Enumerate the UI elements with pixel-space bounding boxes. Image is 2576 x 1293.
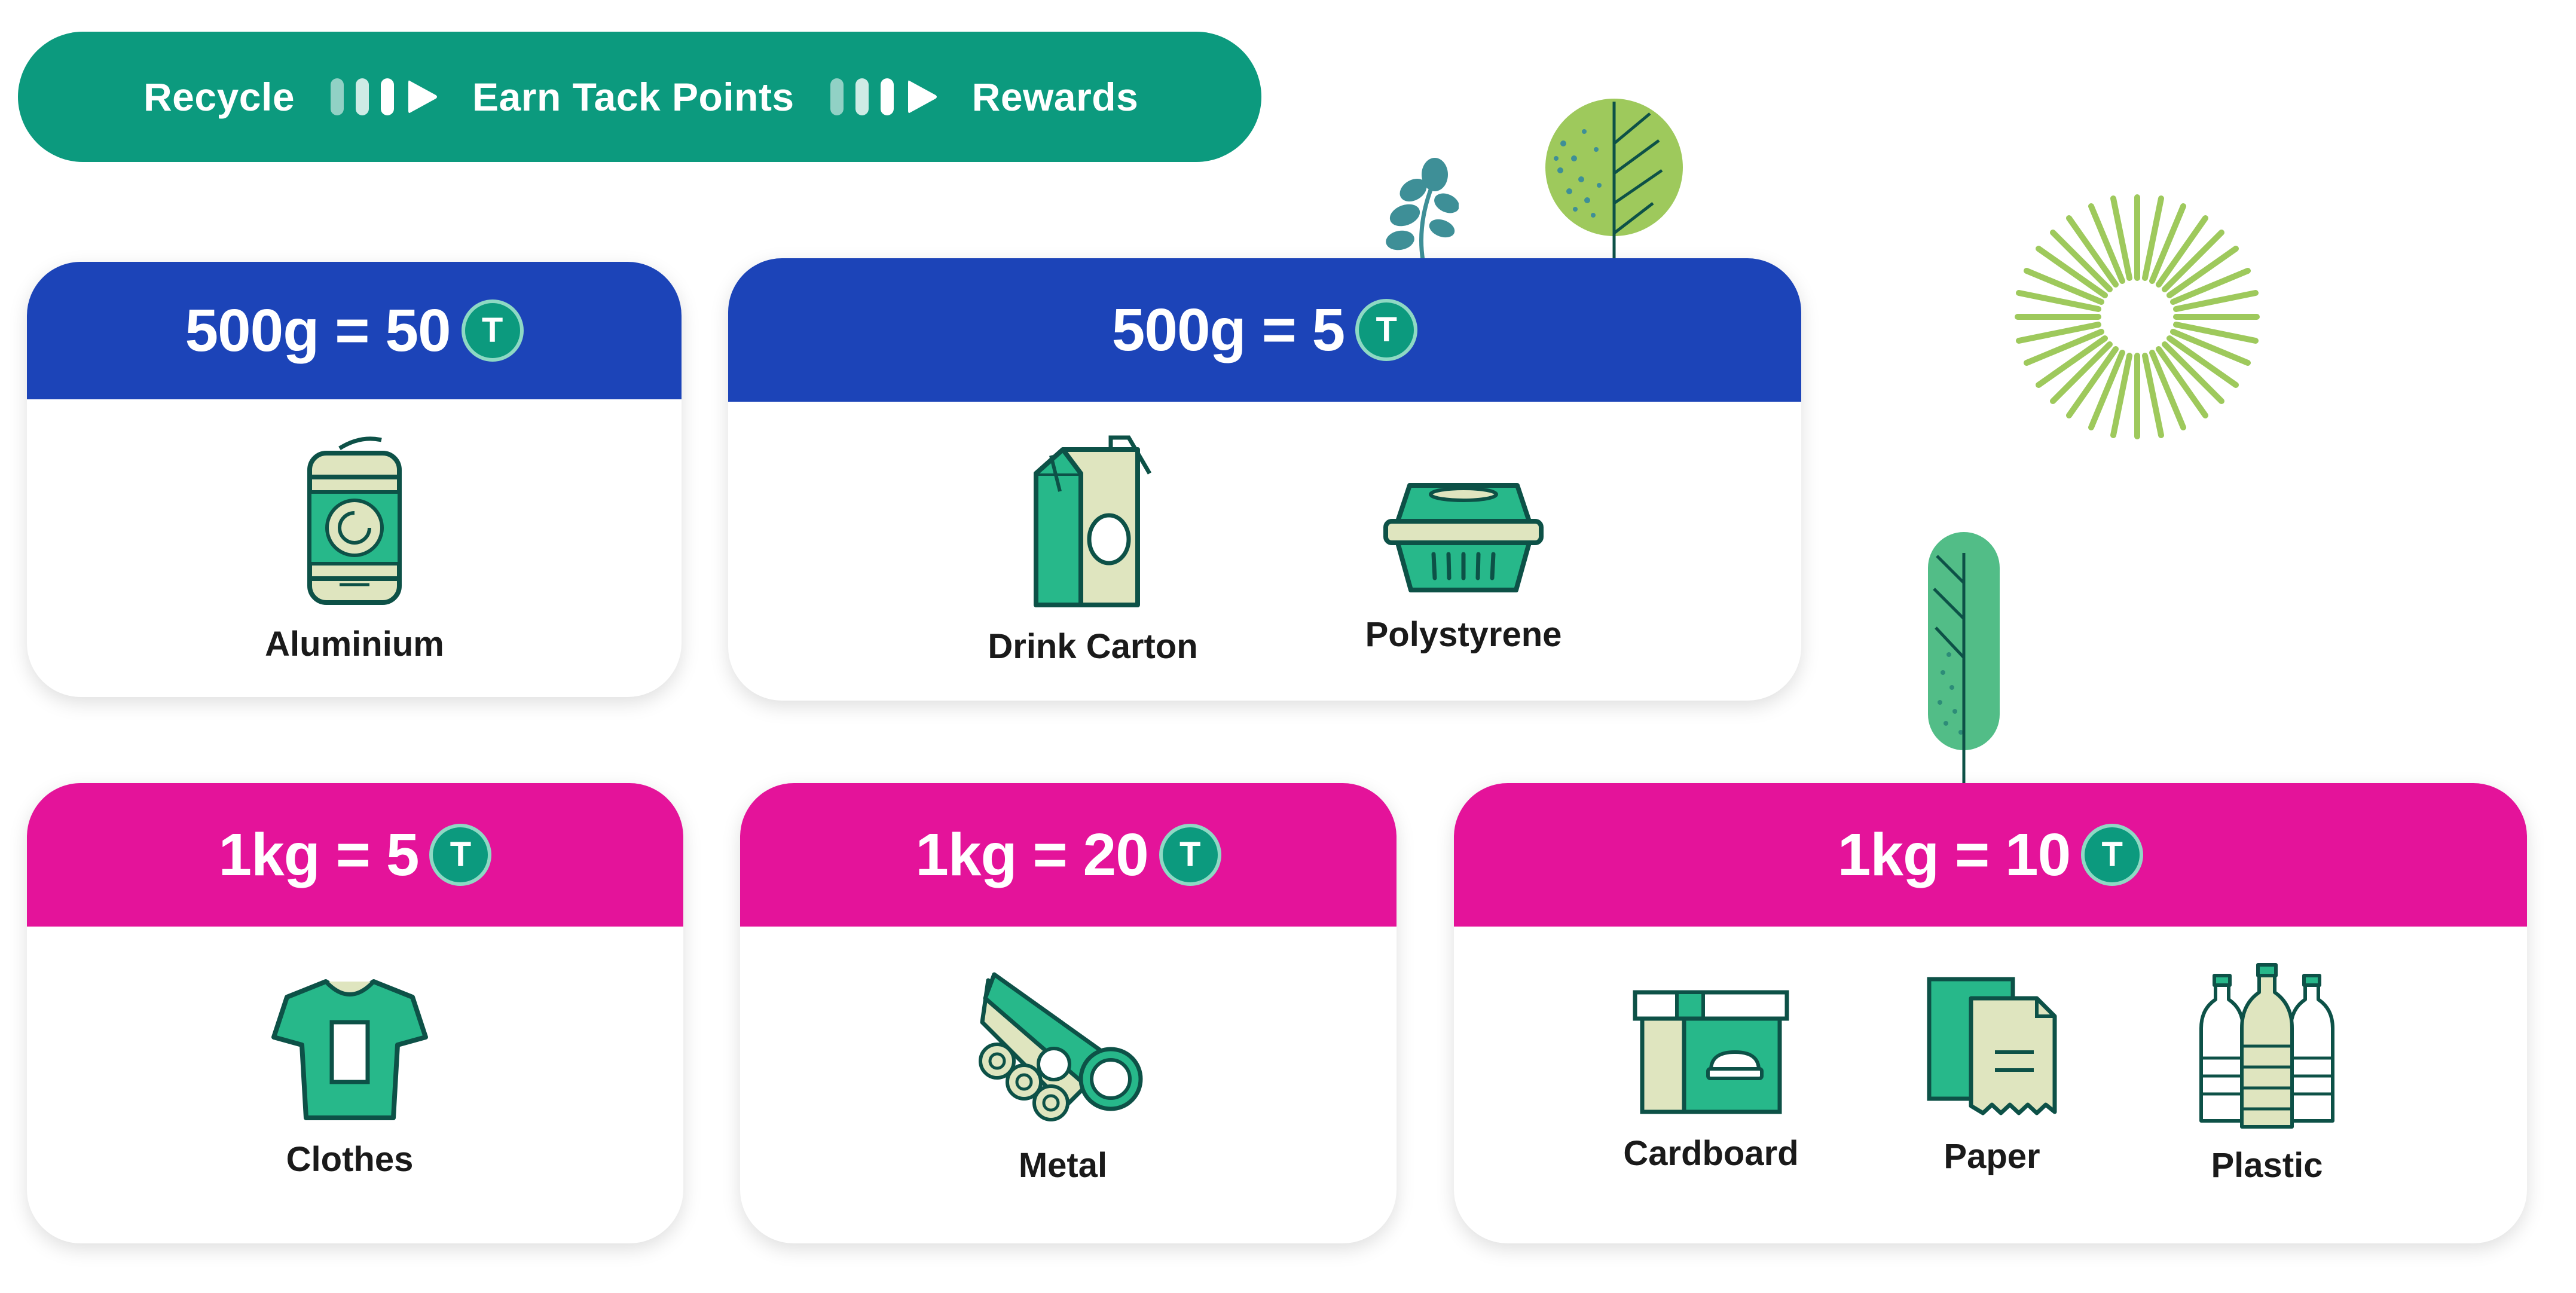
item-aluminium: Aluminium [223,435,486,664]
item-plastic: Plastic [2159,962,2375,1185]
tall-tree-icon [1928,532,2000,786]
item-label: Metal [1018,1146,1108,1185]
box-icon [1633,990,1789,1114]
rate-header: 1kg = 10 T [1454,783,2527,927]
item-label: Paper [1944,1137,2040,1176]
item-label: Polystyrene [1365,615,1562,654]
item-label: Clothes [286,1140,414,1179]
tack-coin-icon: T [461,299,524,362]
flow-step-earn: Earn Tack Points [472,75,795,119]
item-metal: Metal [913,968,1212,1185]
rate-header: 1kg = 5 T [27,783,683,927]
recycle-flow-banner: Recycle Earn Tack Points Rewards [18,32,1261,162]
rate-value: 500g = 5 [1111,296,1346,363]
card-paper-plastic-rate: 1kg = 10 T Cardboard Paper [1454,783,2527,1243]
can-icon [307,436,402,605]
bottles-icon [2199,963,2334,1129]
item-label: Aluminium [265,625,444,664]
paper-icon [1927,977,2057,1115]
round-tree-icon [1545,99,1683,263]
flow-step-recycle: Recycle [143,75,295,119]
flow-step-rewards: Rewards [971,75,1139,119]
tack-coin-icon: T [1159,824,1221,886]
rate-value: 1kg = 20 [915,821,1149,888]
sprig-icon [1386,158,1459,261]
rate-value: 500g = 50 [185,296,451,364]
tack-coin-icon: T [429,824,492,886]
card-metal-rate: 1kg = 20 T Metal [740,783,1397,1243]
item-label: Cardboard [1623,1134,1799,1173]
item-cardboard: Cardboard [1573,986,1848,1173]
rate-value: 1kg = 5 [218,821,420,888]
rate-header: 500g = 5 T [728,258,1801,402]
item-label: Plastic [2211,1146,2323,1185]
card-carton-polystyrene-rate: 500g = 5 T Drink Carton Polystyrene [728,258,1801,701]
t-shirt-icon [271,979,428,1120]
rate-header: 1kg = 20 T [740,783,1397,927]
card-aluminium-rate: 500g = 50 T Aluminium [27,262,682,697]
food-container-icon [1383,483,1544,592]
pipes-icon [979,972,1143,1121]
item-clothes: Clothes [200,974,499,1179]
tack-coin-icon: T [2081,824,2144,886]
juice-box-icon [1034,435,1152,607]
item-polystyrene: Polystyrene [1326,473,1601,655]
rate-header: 500g = 50 T [27,262,682,399]
tack-coin-icon: T [1355,299,1418,361]
flow-arrow-icon [830,78,939,115]
item-paper: Paper [1896,974,2088,1176]
sunburst-icon [2015,194,2260,439]
item-label: Drink Carton [988,627,1198,666]
rate-value: 1kg = 10 [1837,821,2071,888]
card-clothes-rate: 1kg = 5 T Clothes [27,783,683,1243]
flow-arrow-icon [331,78,439,115]
item-drink-carton: Drink Carton [955,432,1230,667]
